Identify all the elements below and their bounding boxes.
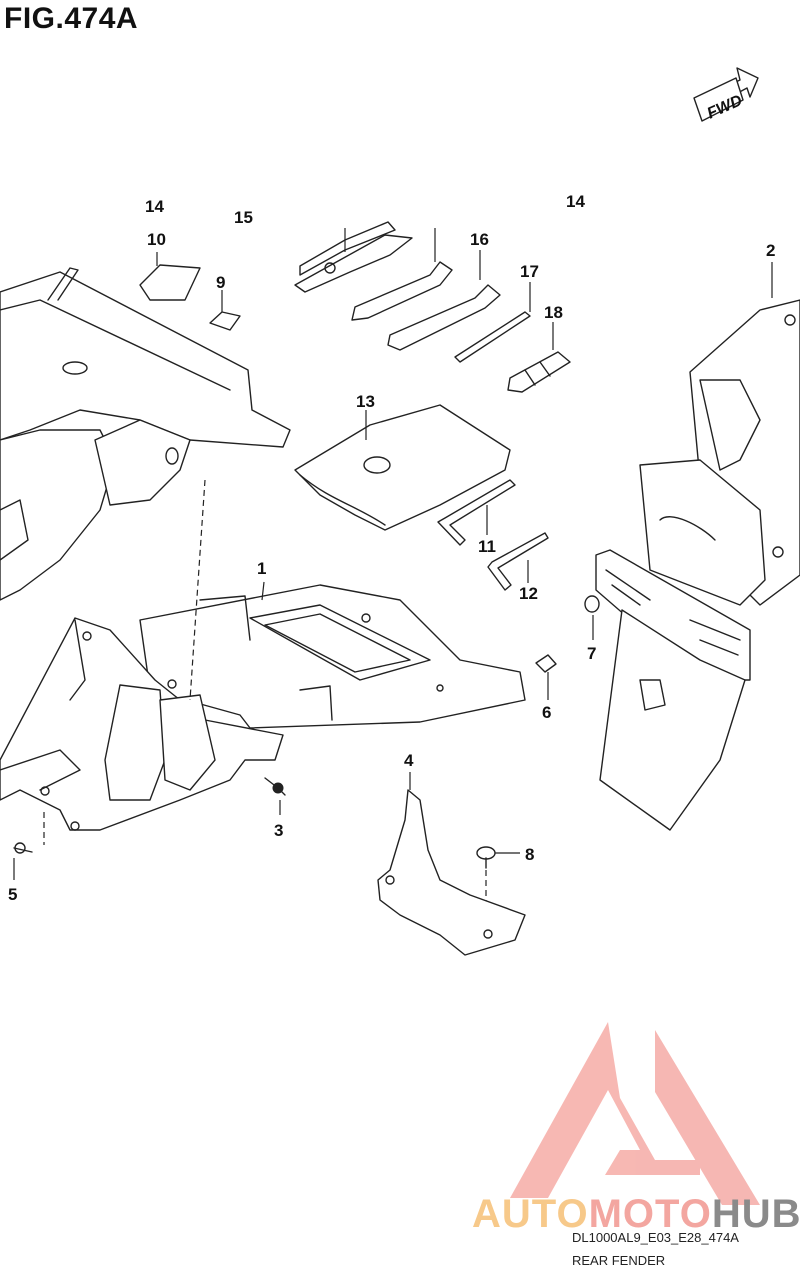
rear-fender-assembly	[595, 299, 800, 831]
wrench-a	[351, 261, 453, 321]
bracket-4	[377, 789, 526, 956]
callout-13: 13	[356, 392, 375, 411]
bolt-3	[264, 777, 286, 796]
callout-12: 12	[519, 584, 538, 603]
rear-fender-tray	[139, 584, 526, 729]
figure-name: REAR FENDER	[572, 1253, 666, 1268]
watermark-moto: MOTO	[588, 1192, 712, 1236]
callout-9: 9	[216, 273, 225, 292]
wrench-b	[387, 284, 501, 351]
callout-8: 8	[525, 845, 534, 864]
tool-bag	[294, 404, 511, 531]
rear-frame-left	[0, 267, 291, 601]
callout-1: 1	[257, 559, 266, 578]
callout-7: 7	[587, 644, 596, 663]
callout-16: 16	[470, 230, 489, 249]
screwdriver-handle	[507, 351, 571, 393]
grommet-7	[584, 595, 600, 613]
callout-18: 18	[544, 303, 563, 322]
screwdriver-shaft	[454, 311, 531, 363]
screw-8	[476, 846, 496, 869]
callout-4: 4	[404, 751, 414, 770]
bolt-5	[13, 842, 33, 854]
callout-5: 5	[8, 885, 17, 904]
pliers	[294, 221, 413, 293]
caution-label	[139, 264, 201, 301]
callout-15: 15	[234, 208, 253, 227]
fwd-arrow-icon: FWD	[693, 67, 759, 123]
mount-line-a	[189, 479, 206, 701]
callout-3: 3	[274, 821, 283, 840]
callout-6: 6	[542, 703, 551, 722]
callout-14b: 14	[566, 192, 585, 211]
pad	[209, 311, 241, 331]
callout-11: 11	[478, 537, 496, 556]
figure-title: FIG.474A	[4, 2, 139, 35]
callout-2: 2	[766, 241, 775, 260]
callout-10: 10	[147, 230, 166, 249]
figure-code: DL1000AL9_E03_E28_474A	[572, 1230, 739, 1245]
callout-17: 17	[520, 262, 539, 281]
hex-key-a	[437, 479, 516, 546]
nut-6	[535, 654, 557, 673]
leader-lines	[13, 228, 773, 880]
watermark-auto: AUTO	[472, 1192, 589, 1236]
lower-bracket-assembly	[0, 617, 284, 831]
hex-key-b	[487, 532, 549, 591]
callout-14: 14	[145, 197, 164, 216]
watermark-brand: AUTOMOTOHUB	[472, 1192, 800, 1237]
watermark-hub: HUB	[711, 1192, 800, 1236]
watermark-logo	[510, 1022, 760, 1205]
